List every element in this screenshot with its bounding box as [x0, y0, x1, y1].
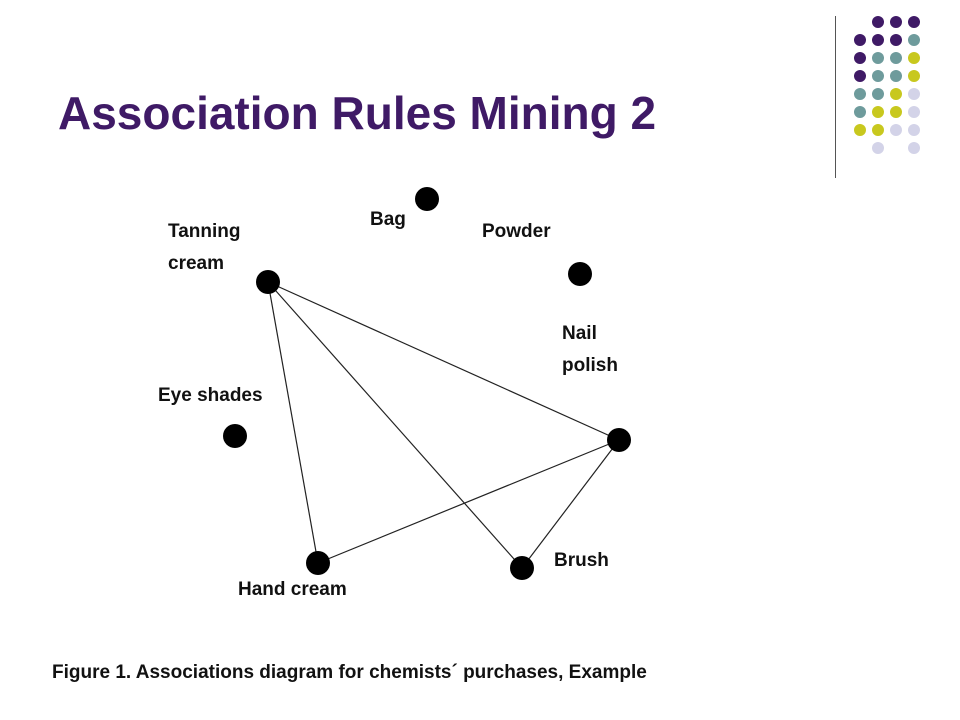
decor-dot	[890, 88, 902, 100]
node-eye	[223, 424, 247, 448]
decor-dot	[872, 34, 884, 46]
decor-dot	[854, 70, 866, 82]
decor-dot	[908, 34, 920, 46]
edge-tanning-hand	[267, 281, 319, 564]
edge-nail-hand	[317, 439, 620, 564]
decor-dot	[872, 142, 884, 154]
decor-dot	[872, 52, 884, 64]
decor-dot	[908, 124, 920, 136]
node-label-eye-shades: Eye shades	[158, 385, 263, 406]
decor-dot	[872, 124, 884, 136]
decor-dot	[854, 88, 866, 100]
decor-dot	[908, 88, 920, 100]
node-label-line: Tanning	[168, 221, 241, 242]
decor-dot	[854, 34, 866, 46]
decor-dot	[872, 88, 884, 100]
node-label-bag: Bag	[370, 209, 406, 230]
node-brush	[510, 556, 534, 580]
decor-dot	[908, 142, 920, 154]
node-hand	[306, 551, 330, 575]
edge-tanning-brush	[267, 281, 523, 569]
node-label-brush: Brush	[554, 550, 609, 571]
decor-dot	[890, 106, 902, 118]
decor-dot	[890, 34, 902, 46]
node-label-line: cream	[168, 253, 224, 274]
decor-dot	[872, 70, 884, 82]
decor-dot	[890, 70, 902, 82]
decor-dot	[890, 16, 902, 28]
edge-tanning-nail	[267, 281, 620, 441]
node-powder	[568, 262, 592, 286]
decor-dot	[872, 16, 884, 28]
decor-dot	[854, 124, 866, 136]
decor-dot	[872, 106, 884, 118]
header-divider	[835, 16, 836, 178]
figure-caption: Figure 1. Associations diagram for chemi…	[52, 662, 647, 683]
node-tanning	[256, 270, 280, 294]
node-label-tanning-cream: Tanning cream	[168, 216, 240, 280]
decor-dot	[854, 52, 866, 64]
decor-dot	[890, 124, 902, 136]
decor-dot	[908, 16, 920, 28]
node-label-nail-polish: Nail polish	[562, 318, 618, 382]
slide-title: Association Rules Mining 2	[58, 87, 657, 139]
decorative-dot-grid	[854, 16, 920, 154]
node-label-powder: Powder	[482, 221, 551, 242]
node-bag	[415, 187, 439, 211]
decor-dot	[890, 52, 902, 64]
node-label-line: polish	[562, 355, 618, 376]
node-label-line: Nail	[562, 323, 597, 344]
decor-dot	[908, 106, 920, 118]
decor-dot	[854, 106, 866, 118]
decor-dot	[908, 52, 920, 64]
node-nail	[607, 428, 631, 452]
node-label-hand-cream: Hand cream	[238, 579, 347, 600]
decor-dot	[908, 70, 920, 82]
edge-nail-brush	[521, 439, 620, 569]
